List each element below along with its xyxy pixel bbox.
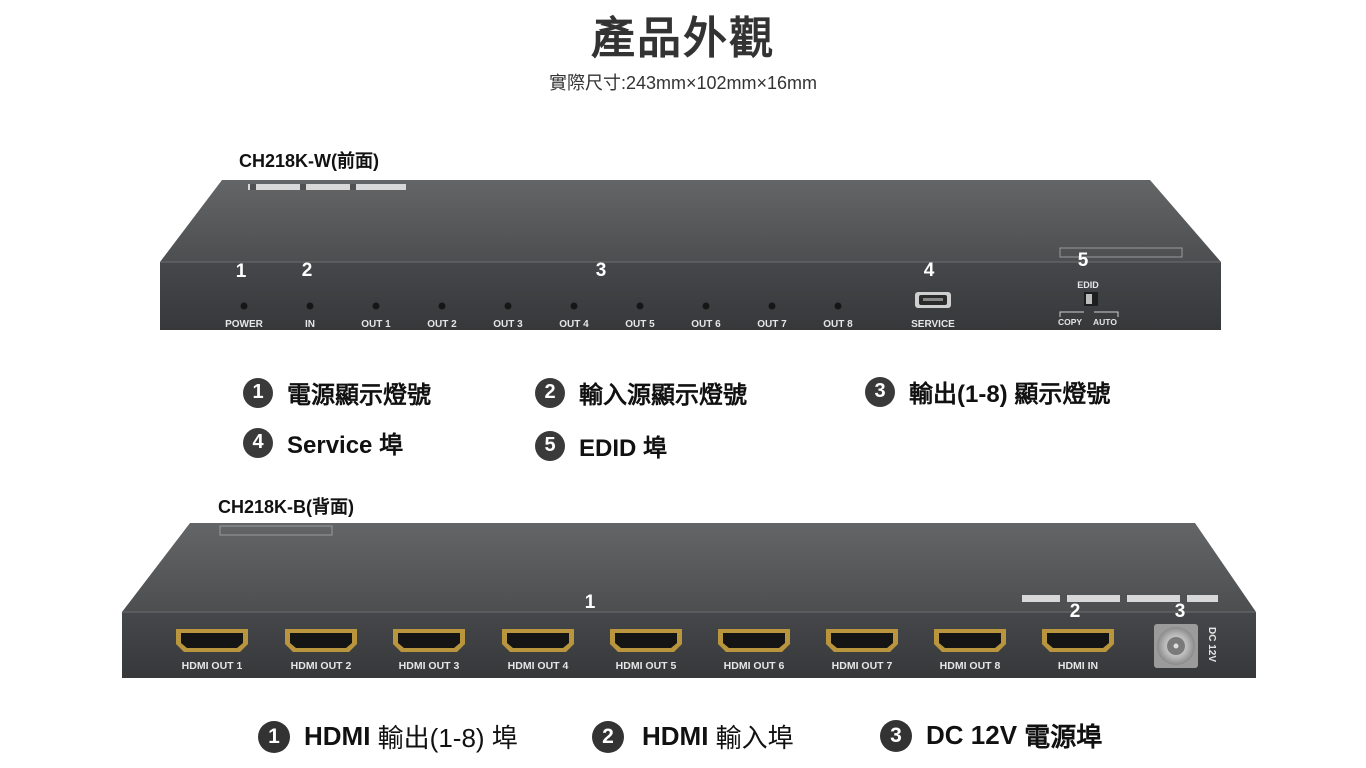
edid-auto-label: AUTO (1093, 317, 1117, 327)
back-callout-1: 1 (585, 592, 596, 613)
hdmi-port-out-4 (502, 629, 574, 652)
port-label-in: HDMI IN (1058, 660, 1098, 672)
legend-text: 輸入源顯示燈號 (579, 382, 747, 409)
legend-text: EDID 埠 (579, 435, 668, 462)
back-legend-item-1: 1 HDMI 輸出(1-8) 埠 (258, 718, 518, 755)
hdmi-port-out-5 (610, 629, 682, 652)
front-callout-3: 3 (596, 260, 607, 281)
legend-bold-text: DC 12V (926, 720, 1018, 750)
led-label-in: IN (305, 319, 315, 330)
legend-text: 輸出(1-8) 顯示燈號 (909, 381, 1111, 408)
dc-power-jack (1154, 624, 1198, 668)
hdmi-port-out-8 (934, 629, 1006, 652)
front-device-top (160, 180, 1221, 262)
legend-badge: 3 (880, 719, 912, 752)
front-legend-item-2: 2 輸入源顯示燈號 (535, 375, 747, 410)
back-hdmi-logo (1022, 595, 1218, 602)
led-out-8 (834, 302, 842, 310)
edid-dip-switch (1084, 292, 1098, 306)
hdmi-port-out-7 (826, 629, 898, 652)
port-label-out-3: HDMI OUT 3 (399, 660, 460, 672)
back-callout-3: 3 (1175, 601, 1186, 622)
service-label: SERVICE (911, 319, 955, 330)
front-callout-2: 2 (302, 260, 313, 281)
led-label-out-3: OUT 3 (493, 319, 523, 330)
led-out-7 (768, 302, 776, 310)
front-legend-item-3: 3 輸出(1-8) 顯示燈號 (865, 374, 1110, 409)
led-in (306, 302, 314, 310)
back-model-label: CH218K-B(背面) (218, 497, 355, 517)
hdmi-port-out-1 (176, 629, 248, 652)
port-label-out-6: HDMI OUT 6 (724, 660, 785, 672)
back-legend-item-3: 3 DC 12V 電源埠 (880, 717, 1102, 754)
front-callout-1: 1 (236, 261, 247, 282)
legend-bold-text: HDMI (642, 721, 709, 751)
dimensions-subtitle: 實際尺寸:243mm×102mm×16mm (548, 73, 818, 93)
led-label-out-8: OUT 8 (823, 319, 853, 330)
front-legend-item-4: 4 Service 埠 (243, 425, 403, 460)
led-power (240, 302, 248, 310)
hdmi-port-out-6 (718, 629, 790, 652)
port-label-out-2: HDMI OUT 2 (291, 660, 352, 672)
dc-12v-label: DC 12V (1206, 627, 1217, 662)
led-out-6 (702, 302, 710, 310)
led-label-power: POWER (225, 319, 264, 330)
front-led-row (240, 302, 842, 310)
front-ultrahd-badge (1059, 247, 1183, 258)
front-device-face (160, 262, 1221, 330)
legend-badge: 1 (243, 377, 273, 408)
port-label-out-5: HDMI OUT 5 (616, 660, 677, 672)
port-label-out-8: HDMI OUT 8 (940, 660, 1001, 672)
led-out-4 (570, 302, 578, 310)
legend-badge: 2 (592, 720, 624, 753)
led-label-out-5: OUT 5 (625, 319, 655, 330)
led-label-out-4: OUT 4 (559, 319, 589, 330)
led-label-out-1: OUT 1 (361, 319, 391, 330)
front-model-label: CH218K-W(前面) (239, 151, 380, 171)
back-device-top (122, 523, 1256, 612)
edid-copy-label: COPY (1058, 317, 1082, 327)
led-out-1 (372, 302, 380, 310)
legend-text: 輸入埠 (708, 723, 794, 753)
edid-label: EDID (1077, 280, 1099, 290)
hdmi-port-out-3 (393, 629, 465, 652)
front-legend-item-5: 5 EDID 埠 (535, 428, 667, 463)
led-label-out-6: OUT 6 (691, 319, 721, 330)
service-usb-port (915, 292, 951, 308)
legend-bold-text: HDMI (304, 721, 371, 751)
back-legend-item-2: 2 HDMI 輸入埠 (592, 718, 794, 755)
front-device: 1 2 3 4 5 POWER IN OUT 1 OUT 2 OUT 3 OUT… (160, 180, 1221, 330)
front-callout-4: 4 (924, 260, 935, 281)
hdmi-port-out-2 (285, 629, 357, 652)
page-title: 產品外觀 (591, 14, 775, 63)
port-label-out-4: HDMI OUT 4 (508, 660, 569, 672)
led-out-3 (504, 302, 512, 310)
back-device: 1 2 3 (122, 523, 1256, 678)
led-label-out-7: OUT 7 (757, 319, 787, 330)
legend-badge: 2 (535, 377, 565, 408)
back-ultrahd-badge (219, 525, 333, 536)
legend-text: 電源顯示燈號 (287, 382, 431, 409)
front-hdmi-logo (248, 184, 406, 190)
legend-text: 輸出(1-8) 埠 (370, 723, 518, 753)
led-label-out-2: OUT 2 (427, 319, 457, 330)
port-label-out-7: HDMI OUT 7 (832, 660, 893, 672)
legend-text: Service 埠 (287, 432, 404, 459)
legend-badge: 5 (535, 430, 565, 461)
port-label-out-1: HDMI OUT 1 (182, 660, 243, 672)
front-callout-5: 5 (1078, 250, 1089, 271)
led-out-2 (438, 302, 446, 310)
legend-badge: 3 (865, 376, 895, 407)
legend-badge: 1 (258, 720, 290, 753)
led-out-5 (636, 302, 644, 310)
legend-text: 電源埠 (1017, 722, 1103, 752)
hdmi-port-in (1042, 629, 1114, 652)
legend-badge: 4 (243, 427, 273, 458)
back-callout-2: 2 (1070, 601, 1081, 622)
front-legend-item-1: 1 電源顯示燈號 (243, 375, 431, 410)
